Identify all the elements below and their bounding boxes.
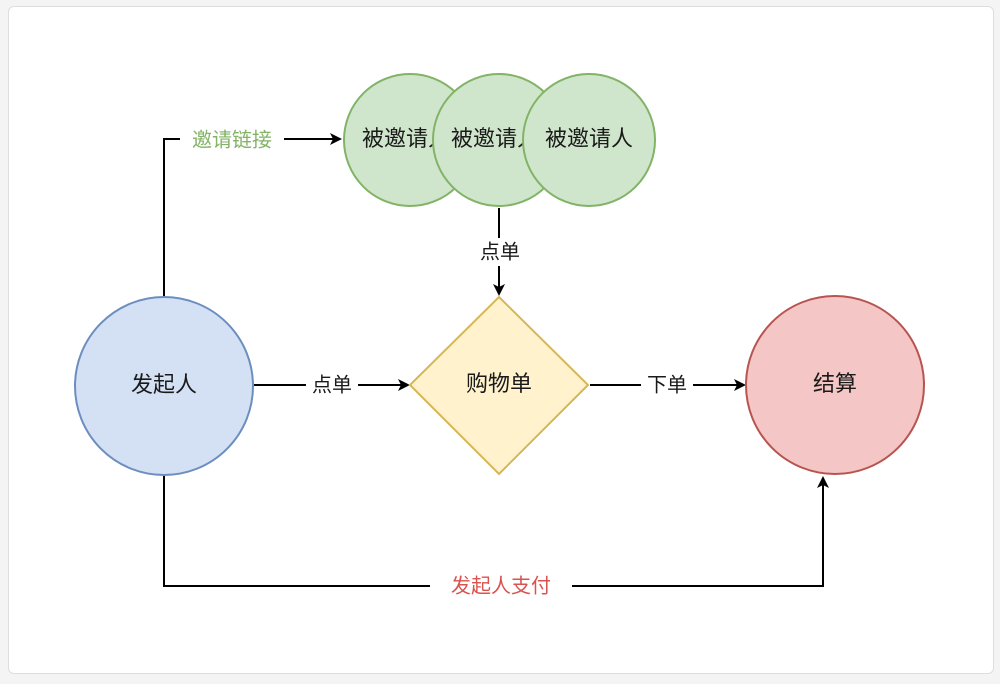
node-invitee-3: 被邀请人 bbox=[522, 73, 656, 207]
node-initiator: 发起人 bbox=[74, 296, 254, 476]
edge-initiator-order-label: 点单 bbox=[312, 373, 352, 397]
edge-invitee-order-label: 点单 bbox=[480, 240, 520, 264]
node-cart-shape bbox=[408, 295, 590, 476]
edge-initiator-pay-label: 发起人支付 bbox=[451, 574, 551, 598]
node-invitee-3-label: 被邀请人 bbox=[545, 127, 633, 152]
edge-place-order-label: 下单 bbox=[647, 373, 687, 397]
edge-invite-link bbox=[163, 133, 342, 296]
node-invitee-3-shape bbox=[522, 73, 656, 207]
node-checkout: 结算 bbox=[745, 295, 925, 475]
node-initiator-label: 发起人 bbox=[131, 373, 197, 398]
node-checkout-shape bbox=[745, 295, 925, 475]
node-cart-label: 购物单 bbox=[466, 372, 532, 397]
node-initiator-shape bbox=[74, 296, 254, 476]
node-cart: 购物单 bbox=[408, 295, 590, 476]
node-checkout-label: 结算 bbox=[813, 372, 857, 397]
edge-invite-link-label: 邀请链接 bbox=[192, 128, 272, 152]
edge-initiator-pay bbox=[163, 476, 829, 587]
